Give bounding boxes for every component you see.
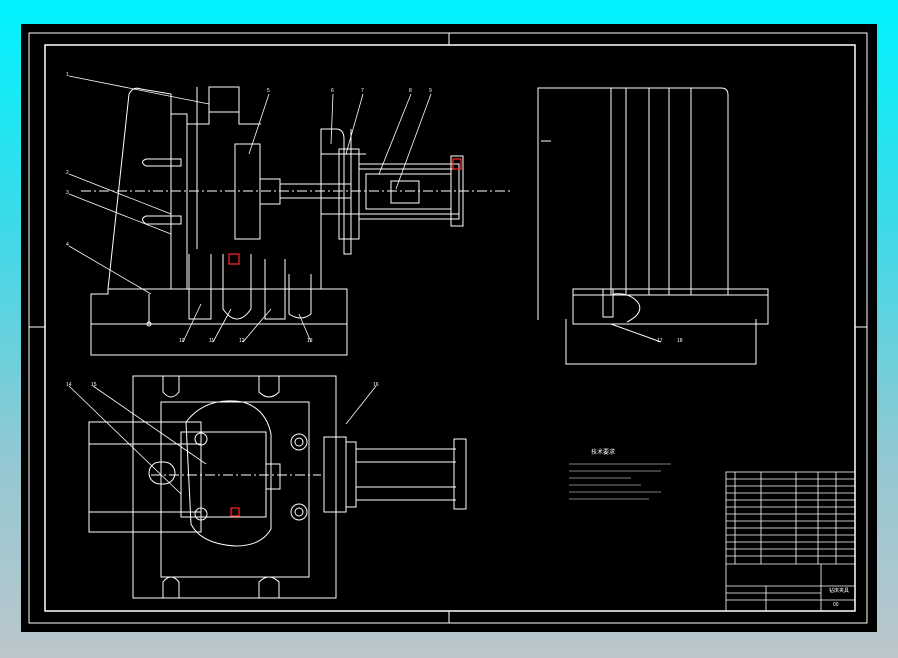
side-view bbox=[537, 87, 769, 365]
tech-requirements-title: 技术要求 bbox=[591, 448, 615, 456]
tech-requirements: 技术要求 bbox=[569, 448, 671, 500]
callout-leaders bbox=[68, 75, 432, 495]
svg-text:4: 4 bbox=[66, 242, 69, 248]
svg-text:10: 10 bbox=[179, 338, 185, 344]
svg-text:6: 6 bbox=[331, 88, 334, 94]
svg-text:13: 13 bbox=[307, 338, 313, 344]
title-block-name: 钻床夹具 bbox=[829, 587, 849, 594]
svg-text:7: 7 bbox=[361, 88, 364, 94]
svg-text:5: 5 bbox=[267, 88, 270, 94]
inner-border bbox=[44, 44, 856, 612]
svg-text:2: 2 bbox=[66, 170, 69, 176]
svg-text:17: 17 bbox=[657, 338, 663, 344]
outer-border bbox=[28, 32, 868, 624]
svg-text:18: 18 bbox=[677, 338, 683, 344]
svg-text:12: 12 bbox=[239, 338, 245, 344]
svg-text:3: 3 bbox=[66, 190, 69, 196]
svg-text:11: 11 bbox=[209, 338, 214, 344]
front-view bbox=[81, 86, 511, 356]
svg-text:14: 14 bbox=[66, 382, 72, 388]
title-block bbox=[725, 471, 856, 612]
svg-text:1: 1 bbox=[66, 72, 69, 78]
top-view bbox=[88, 375, 467, 599]
svg-text:9: 9 bbox=[429, 88, 432, 94]
svg-text:15: 15 bbox=[91, 382, 97, 388]
title-block-number: 00 bbox=[833, 602, 839, 608]
svg-text:16: 16 bbox=[373, 382, 379, 388]
svg-text:8: 8 bbox=[409, 88, 412, 94]
highlight-marks bbox=[228, 158, 462, 517]
